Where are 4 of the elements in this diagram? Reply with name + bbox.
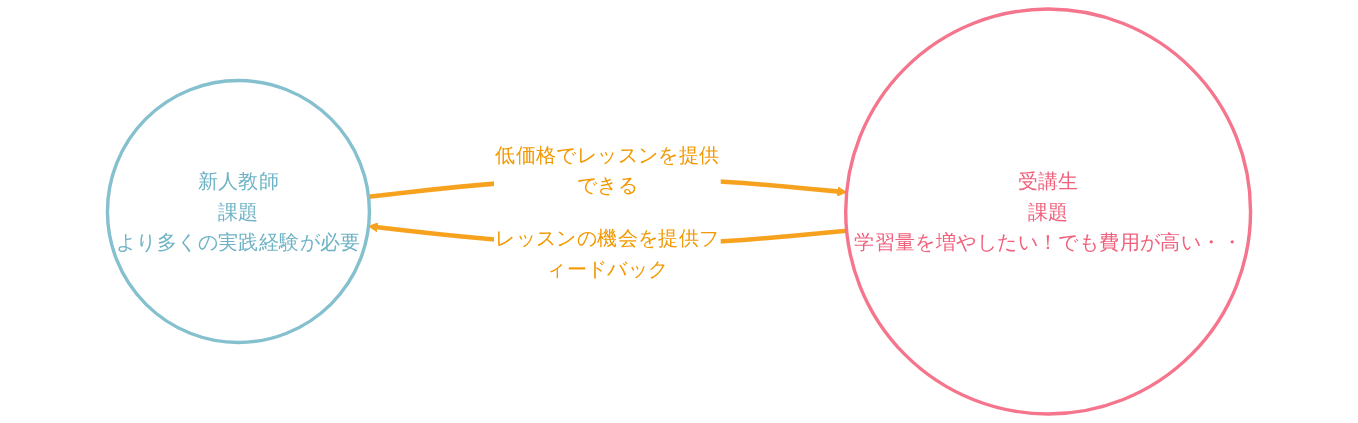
node-circle: 新人教師 課題 より多くの実践経験が必要: [105, 78, 372, 345]
edge-label: 低価格でレッスンを提供できる: [495, 142, 720, 197]
edge-label: レッスンの機会を提供フィードバック: [495, 226, 720, 281]
node-circle: 受講生 課題 学習量を増やしたい！でも費用が高い・・: [844, 7, 1253, 416]
